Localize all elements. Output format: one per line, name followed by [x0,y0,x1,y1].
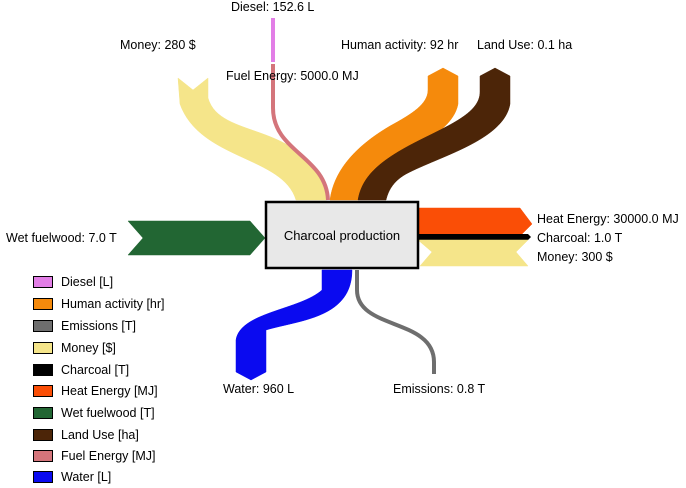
flow-wet-fuelwood [127,220,266,256]
legend-label: Emissions [T] [61,319,137,333]
legend-swatch [33,364,53,376]
legend-label: Wet fuelwood [T] [61,406,155,420]
legend-item-fuel-energy: Fuel Energy [MJ] [33,447,155,465]
legend-swatch [33,320,53,332]
legend-swatch [33,471,53,483]
legend-label: Diesel [L] [61,275,114,289]
flow-water [235,269,353,381]
legend-item-emissions: Emissions [T] [33,317,136,335]
legend-swatch [33,429,53,441]
legend-label: Land Use [ha] [61,428,139,442]
legend-item-charcoal: Charcoal [T] [33,361,129,379]
legend-label: Charcoal [T] [61,363,130,377]
legend-item-land-use: Land Use [ha] [33,426,139,444]
label-charcoal: Charcoal: 1.0 T [537,231,623,245]
flow-money-in [177,77,327,201]
process-label: Charcoal production [284,228,400,243]
legend-item-human-activity: Human activity [hr] [33,295,165,313]
label-wet-fuelwood: Wet fuelwood: 7.0 T [6,231,117,245]
label-heat-energy: Heat Energy: 30000.0 MJ [537,212,679,226]
label-land-use: Land Use: 0.1 ha [477,38,572,52]
legend-label: Money [$] [61,341,116,355]
process-box [264,200,420,270]
legend-label: Heat Energy [MJ] [61,384,158,398]
label-human-activity: Human activity: 92 hr [341,38,458,52]
label-money-in: Money: 280 $ [120,38,196,52]
legend-swatch [33,342,53,354]
legend-item-money: Money [$] [33,339,116,357]
flow-emissions [355,270,436,374]
legend-item-wet-fuelwood: Wet fuelwood [T] [33,404,155,422]
flow-heat-energy [417,207,533,237]
label-diesel: Diesel: 152.6 L [231,0,314,14]
flow-land-use [357,67,511,201]
label-water: Water: 960 L [223,382,294,396]
legend-label: Fuel Energy [MJ] [61,449,156,463]
legend-item-diesel: Diesel [L] [33,273,113,291]
legend-item-water: Water [L] [33,468,111,486]
legend-item-heat-energy: Heat Energy [MJ] [33,382,158,400]
flow-fuel-energy [271,64,330,201]
legend-swatch [33,298,53,310]
legend-label: Water [L] [61,470,112,484]
flow-charcoal [418,234,531,240]
flow-money-out [417,239,529,267]
legend-label: Human activity [hr] [61,297,165,311]
legend-swatch [33,385,53,397]
label-emissions: Emissions: 0.8 T [393,382,486,396]
label-fuel-energy: Fuel Energy: 5000.0 MJ [226,69,359,83]
legend-swatch [33,407,53,419]
legend-swatch [33,450,53,462]
label-money-out: Money: 300 $ [537,250,613,264]
legend-swatch [33,276,53,288]
